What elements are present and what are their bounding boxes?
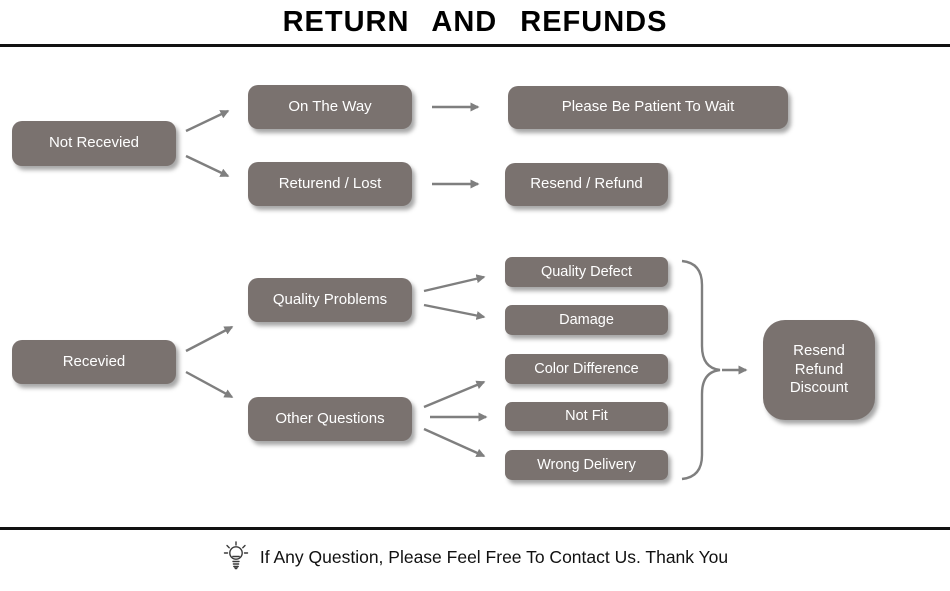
bottom-divider: [0, 527, 950, 530]
footer-text: If Any Question, Please Feel Free To Con…: [259, 546, 729, 567]
arrow-received-otherquestions: [185, 370, 234, 399]
node-damage: Damage: [505, 305, 668, 335]
arrow-qualityproblems-qualitydefect: [423, 274, 486, 293]
arrow-qualityproblems-damage: [423, 303, 486, 320]
top-divider: [0, 44, 950, 47]
node-not-fit: Not Fit: [505, 402, 668, 431]
node-please-wait: Please Be Patient To Wait: [508, 86, 788, 129]
node-other-questions: Other Questions: [248, 397, 412, 441]
node-quality-problems: Quality Problems: [248, 278, 412, 322]
node-wrong-delivery: Wrong Delivery: [505, 450, 668, 480]
node-not-received: Not Recevied: [12, 121, 176, 166]
brace-outcomes: [681, 259, 721, 481]
node-received: Recevied: [12, 340, 176, 384]
arrow-otherquestions-colordifference: [423, 380, 486, 409]
node-quality-defect: Quality Defect: [505, 257, 668, 287]
page-title: RETURN AND REFUNDS: [282, 6, 668, 38]
arrow-otherquestions-wrongdelivery: [423, 427, 486, 458]
arrow-notreceived-returnedlost: [185, 154, 230, 178]
footer: If Any Question, Please Feel Free To Con…: [0, 534, 950, 580]
node-returned-lost: Returend / Lost: [248, 162, 412, 206]
arrow-notreceived-ontheway: [185, 109, 230, 133]
lightbulb-icon: [223, 541, 249, 570]
node-on-the-way: On The Way: [248, 85, 412, 129]
arrow-received-qualityproblems: [185, 325, 234, 353]
node-resend-refund: Resend / Refund: [505, 163, 668, 206]
node-resend-refund-discount: Resend Refund Discount: [763, 320, 875, 420]
node-color-difference: Color Difference: [505, 354, 668, 384]
